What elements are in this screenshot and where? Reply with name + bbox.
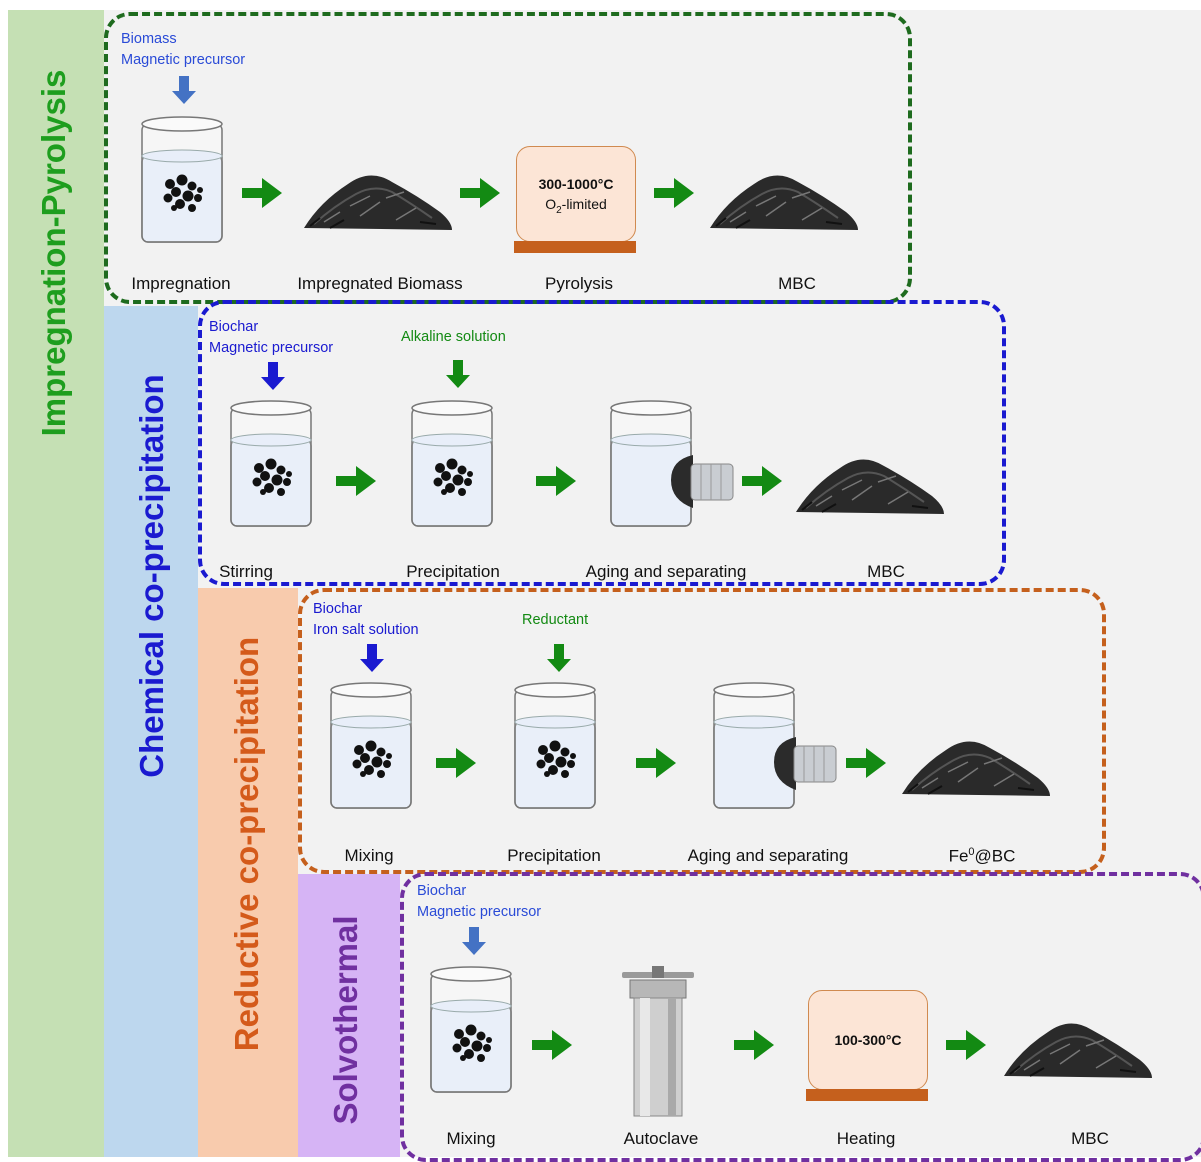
heater-icon [808,990,928,1090]
right-arrow-icon [636,748,676,778]
step-label: Heating [836,1129,896,1148]
beaker-icon [141,116,223,243]
panel-background [198,306,1201,588]
heater-base [806,1089,928,1101]
down-arrow-icon [261,362,285,390]
product-label: Fe0@BC [948,846,1016,866]
method-title: Solvothermal [327,915,364,1125]
step-label: Impregnation [131,274,231,293]
method-title: Impregnation-Pyrolysis [35,69,72,437]
panel-background [400,874,1201,1157]
autoclave-icon [621,965,695,1117]
right-arrow-icon [846,748,886,778]
method-title: Chemical co-precipitation [133,374,170,778]
step-label: Pyrolysis [544,274,614,293]
band-impregnation-pyrolysis [8,10,104,1157]
step-label: Mixing [446,1129,496,1148]
beaker-icon [430,966,512,1093]
right-arrow-icon [734,1030,774,1060]
down-arrow-icon [172,76,196,104]
magnetic-separation-icon [713,682,837,809]
magnetic-separation-icon [610,400,734,527]
step-label: Aging and separating [585,562,747,581]
biochar-heap-icon [303,174,453,231]
furnace-base [514,241,636,253]
furnace-temperature: 300-1000°C O2-limited [538,176,614,216]
right-arrow-icon [536,466,576,496]
beaker-icon [330,682,412,809]
beaker-icon [514,682,596,809]
right-arrow-icon [654,178,694,208]
furnace-icon [516,146,636,242]
down-arrow-icon [462,927,486,955]
right-arrow-icon [742,466,782,496]
biochar-heap-icon [709,174,859,231]
beaker-icon [411,400,493,527]
input-label: Alkaline solution [401,329,506,345]
right-arrow-icon [436,748,476,778]
panel-background [104,10,1201,306]
biochar-heap-icon [901,740,1051,797]
biochar-heap-icon [1003,1022,1153,1079]
step-label: MBC [1071,1129,1109,1148]
step-label: MBC [778,274,816,293]
right-arrow-icon [460,178,500,208]
band-chemical-coprecipitation [104,306,198,1157]
right-arrow-icon [336,466,376,496]
panel-chemical-coprecipitation [198,300,1006,586]
down-arrow-icon [360,644,384,672]
step-label: Precipitation [406,562,500,581]
step-label: MBC [867,562,905,581]
band-reductive-coprecipitation [198,588,298,1157]
beaker-icon [230,400,312,527]
step-label: Autoclave [623,1129,699,1148]
method-title: Reductive co-precipitation [228,636,265,1052]
step-label: Precipitation [507,846,601,865]
step-label: Stirring [219,562,273,581]
biochar-heap-icon [795,458,945,515]
right-arrow-icon [242,178,282,208]
step-label: Aging and separating [687,846,849,865]
right-arrow-icon [946,1030,986,1060]
step-label: Impregnated Biomass [297,274,463,293]
step-label: Mixing [344,846,394,865]
down-arrow-icon [446,360,470,388]
right-arrow-icon [532,1030,572,1060]
band-solvothermal [298,874,400,1157]
heater-temperature: 100-300°C [834,1032,902,1048]
input-label: Reductant [522,612,589,628]
down-arrow-icon [547,644,571,672]
